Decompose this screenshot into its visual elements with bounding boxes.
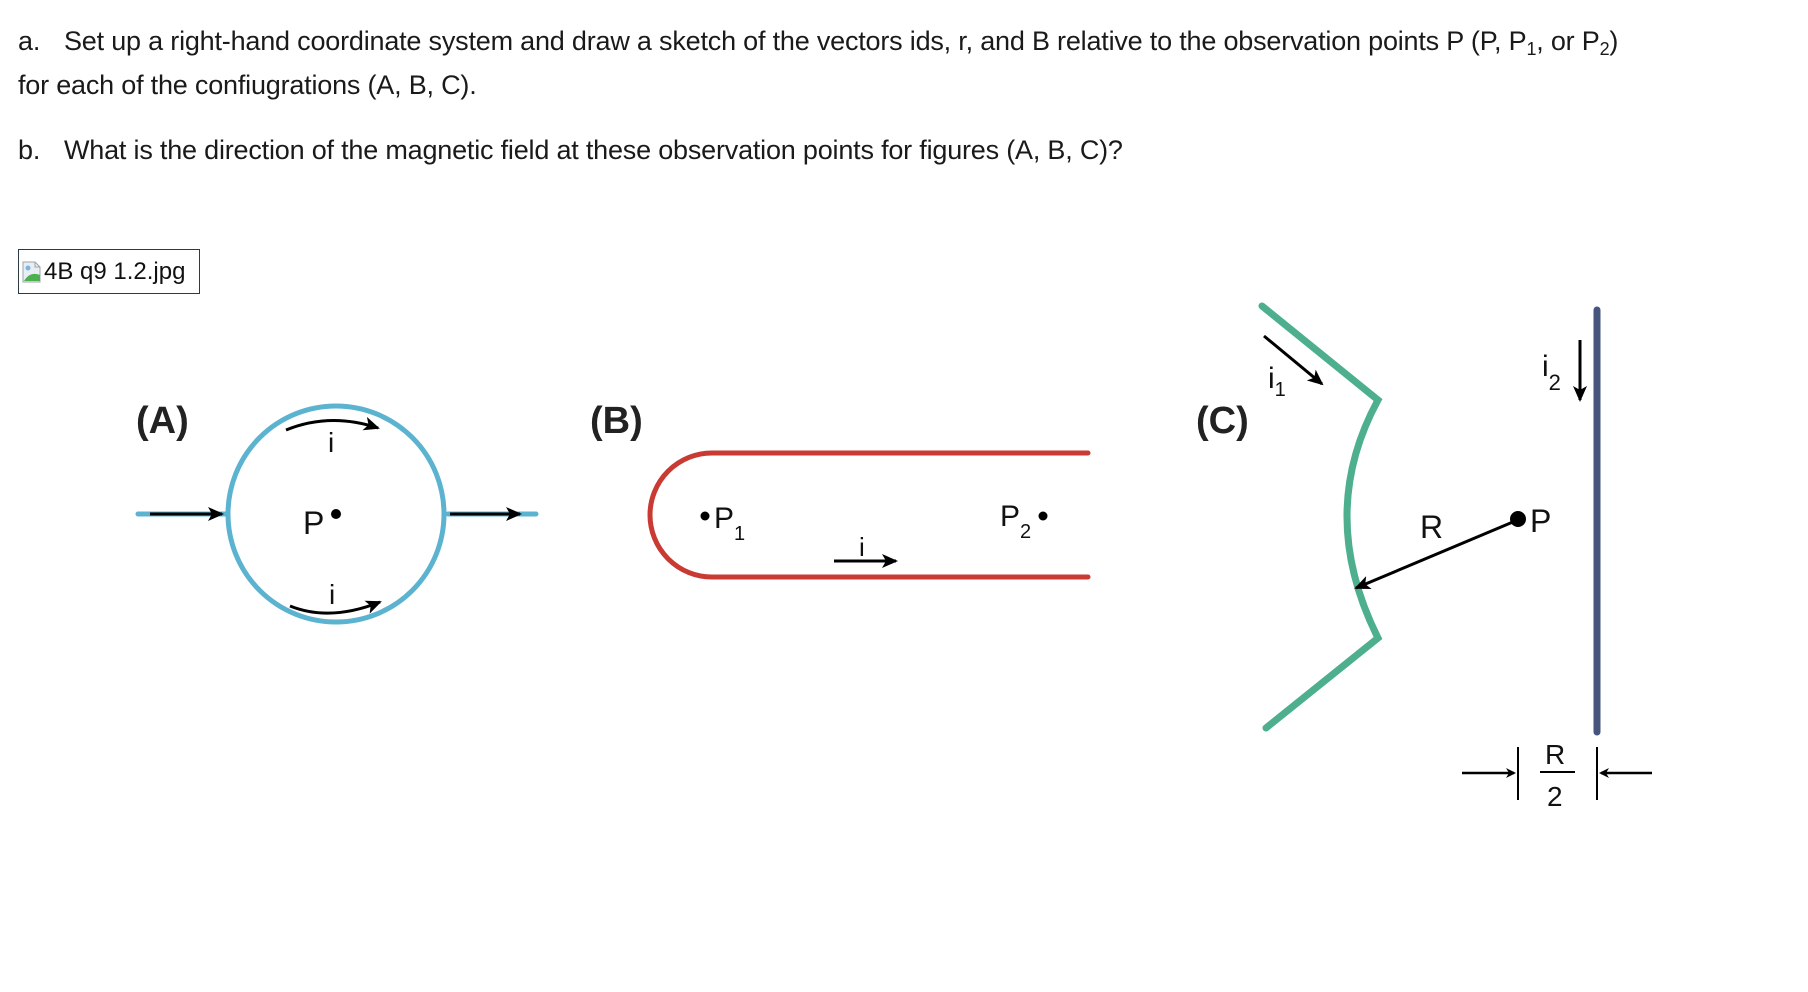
panel-b-label: (B) xyxy=(590,400,643,442)
question-a-line2: for each of the confiugrations (A, B, C)… xyxy=(18,68,477,102)
broken-image-placeholder: 4B q9 1.2.jpg xyxy=(18,249,200,294)
point-p-label: P xyxy=(303,505,324,541)
question-a-line1: a. Set up a right-hand coordinate system … xyxy=(18,24,1618,58)
panel-c: (C) i1 i2 R P R 2 xyxy=(1196,302,1652,812)
question-a-text-cont: for each of the confiugrations (A, B, C)… xyxy=(18,70,477,100)
question-b: b. What is the direction of the magnetic … xyxy=(18,133,1123,167)
radius-label: R xyxy=(1420,509,1443,545)
subscript: 2 xyxy=(1599,39,1610,59)
point-p1-label: P1 xyxy=(714,502,745,545)
panel-a: (A) i i P xyxy=(135,400,539,625)
subscript: 1 xyxy=(1526,39,1537,59)
panel-a-label: (A) xyxy=(136,400,189,442)
question-a-text-end: ) xyxy=(1609,26,1619,56)
panel-b: (B) P1 P2 i xyxy=(590,400,1091,580)
broken-image-icon xyxy=(22,261,42,283)
current-bottom-label: i xyxy=(329,579,335,610)
current-top-label: i xyxy=(328,427,334,458)
radius-arrow-icon xyxy=(1354,517,1521,590)
point-p2-label: P2 xyxy=(1000,500,1031,543)
question-a-text: Set up a right-hand coordinate system an… xyxy=(64,26,1527,56)
point-p2-dot xyxy=(1038,511,1048,521)
panel-c-label: (C) xyxy=(1196,400,1249,442)
current2-label: i2 xyxy=(1542,350,1561,395)
point-p1-dot xyxy=(700,511,710,521)
current-bottom-arrow-icon xyxy=(289,600,382,615)
current-label: i xyxy=(859,532,865,562)
current-loop xyxy=(225,403,447,625)
dimension-numerator: R xyxy=(1545,739,1565,770)
current1-arrow-icon xyxy=(1263,334,1324,386)
image-alt-text: 4B q9 1.2.jpg xyxy=(44,257,186,285)
question-a-text-mid: , or P xyxy=(1536,26,1600,56)
point-p-label: P xyxy=(1530,503,1551,539)
question-b-marker: b. xyxy=(18,135,41,165)
question-a-marker: a. xyxy=(18,26,41,56)
point-p-dot xyxy=(331,509,341,519)
current1-label: i1 xyxy=(1268,362,1286,401)
point-p-dot xyxy=(1510,511,1526,527)
question-b-text: What is the direction of the magnetic fi… xyxy=(64,135,1123,165)
bent-wire xyxy=(1258,302,1383,732)
hairpin-wire xyxy=(647,450,1091,580)
current-top-arrow-icon xyxy=(285,416,380,432)
dimension-denominator: 2 xyxy=(1547,781,1563,812)
